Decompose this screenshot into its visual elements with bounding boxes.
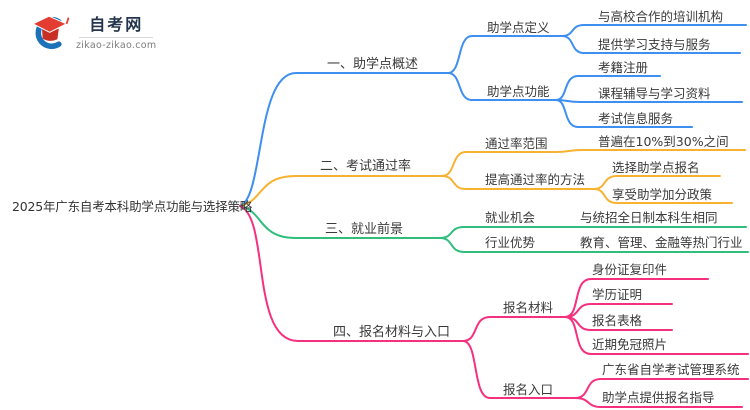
branch-3-sub-2-leaf-1: 教育、管理、金融等热门行业 [580, 235, 743, 250]
branch-1-sub-1-leaf-1: 与高校合作的培训机构 [598, 9, 724, 24]
branch-4-sub-1-leaf-3: 报名表格 [592, 313, 643, 328]
branch-1-sub-2-leaf-3: 考试信息服务 [598, 111, 674, 126]
branch-2-sub-1-leaf-1: 普遍在10%到30%之间 [598, 134, 729, 149]
logo-title: 自考网 [89, 15, 144, 34]
branch-4-sub-2-label: 报名入口 [503, 382, 554, 397]
branch-4-sub-1-leaf-1: 身份证复印件 [592, 262, 668, 277]
branch-4-sub-2-leaf-2: 助学点提供报名指导 [602, 390, 715, 405]
branch-2-sub-1-label: 通过率范围 [485, 136, 548, 151]
branch4-lines [239, 205, 749, 408]
logo-divider [79, 37, 154, 38]
root-topic: 2025年广东自考本科助学点功能与选择策略 [12, 199, 253, 214]
branch-1-sub-2-leaf-1: 考籍注册 [598, 60, 649, 75]
branch-4-sub-1-leaf-2: 学历证明 [592, 287, 643, 302]
logo-graduation-cap-icon [31, 15, 70, 50]
branch-4-label: 四、报名材料与入口 [333, 325, 451, 340]
branch-4-sub-1-label: 报名材料 [503, 300, 554, 315]
branch2-lines [239, 149, 746, 207]
branch-3-label: 三、就业前景 [325, 222, 404, 237]
branch-2-sub-2-leaf-2: 享受助学加分政策 [612, 187, 713, 202]
branch-4-sub-2-leaf-1: 广东省自学考试管理系统 [602, 362, 740, 377]
branch-3-sub-1-label: 就业机会 [485, 210, 536, 225]
branch-4-sub-1-leaf-4: 近期免冠照片 [592, 337, 668, 352]
branch-2-sub-2-leaf-1: 选择助学点报名 [612, 160, 700, 175]
branch-1-sub-1-leaf-2: 提供学习支持与服务 [598, 37, 711, 52]
branch-1-sub-2-leaf-2: 课程辅导与学习资料 [598, 86, 711, 101]
branch-1-sub-1-label: 助学点定义 [487, 20, 550, 35]
branch-1-label: 一、助学点概述 [327, 57, 419, 72]
branch-2-sub-2-label: 提高通过率的方法 [485, 172, 586, 187]
branch1-lines [239, 24, 747, 207]
branch-2-label: 二、考试通过率 [320, 159, 412, 174]
branch3-lines [239, 205, 749, 253]
branch-1-sub-2-label: 助学点功能 [487, 84, 550, 99]
logo-domain: zikao-zikao.com [76, 40, 157, 51]
branch-3-sub-1-leaf-1: 与统招全日制本科生相同 [580, 210, 718, 225]
site-logo: 自考网 zikao-zikao.com [28, 12, 156, 54]
branch-3-sub-2-label: 行业优势 [485, 235, 536, 250]
